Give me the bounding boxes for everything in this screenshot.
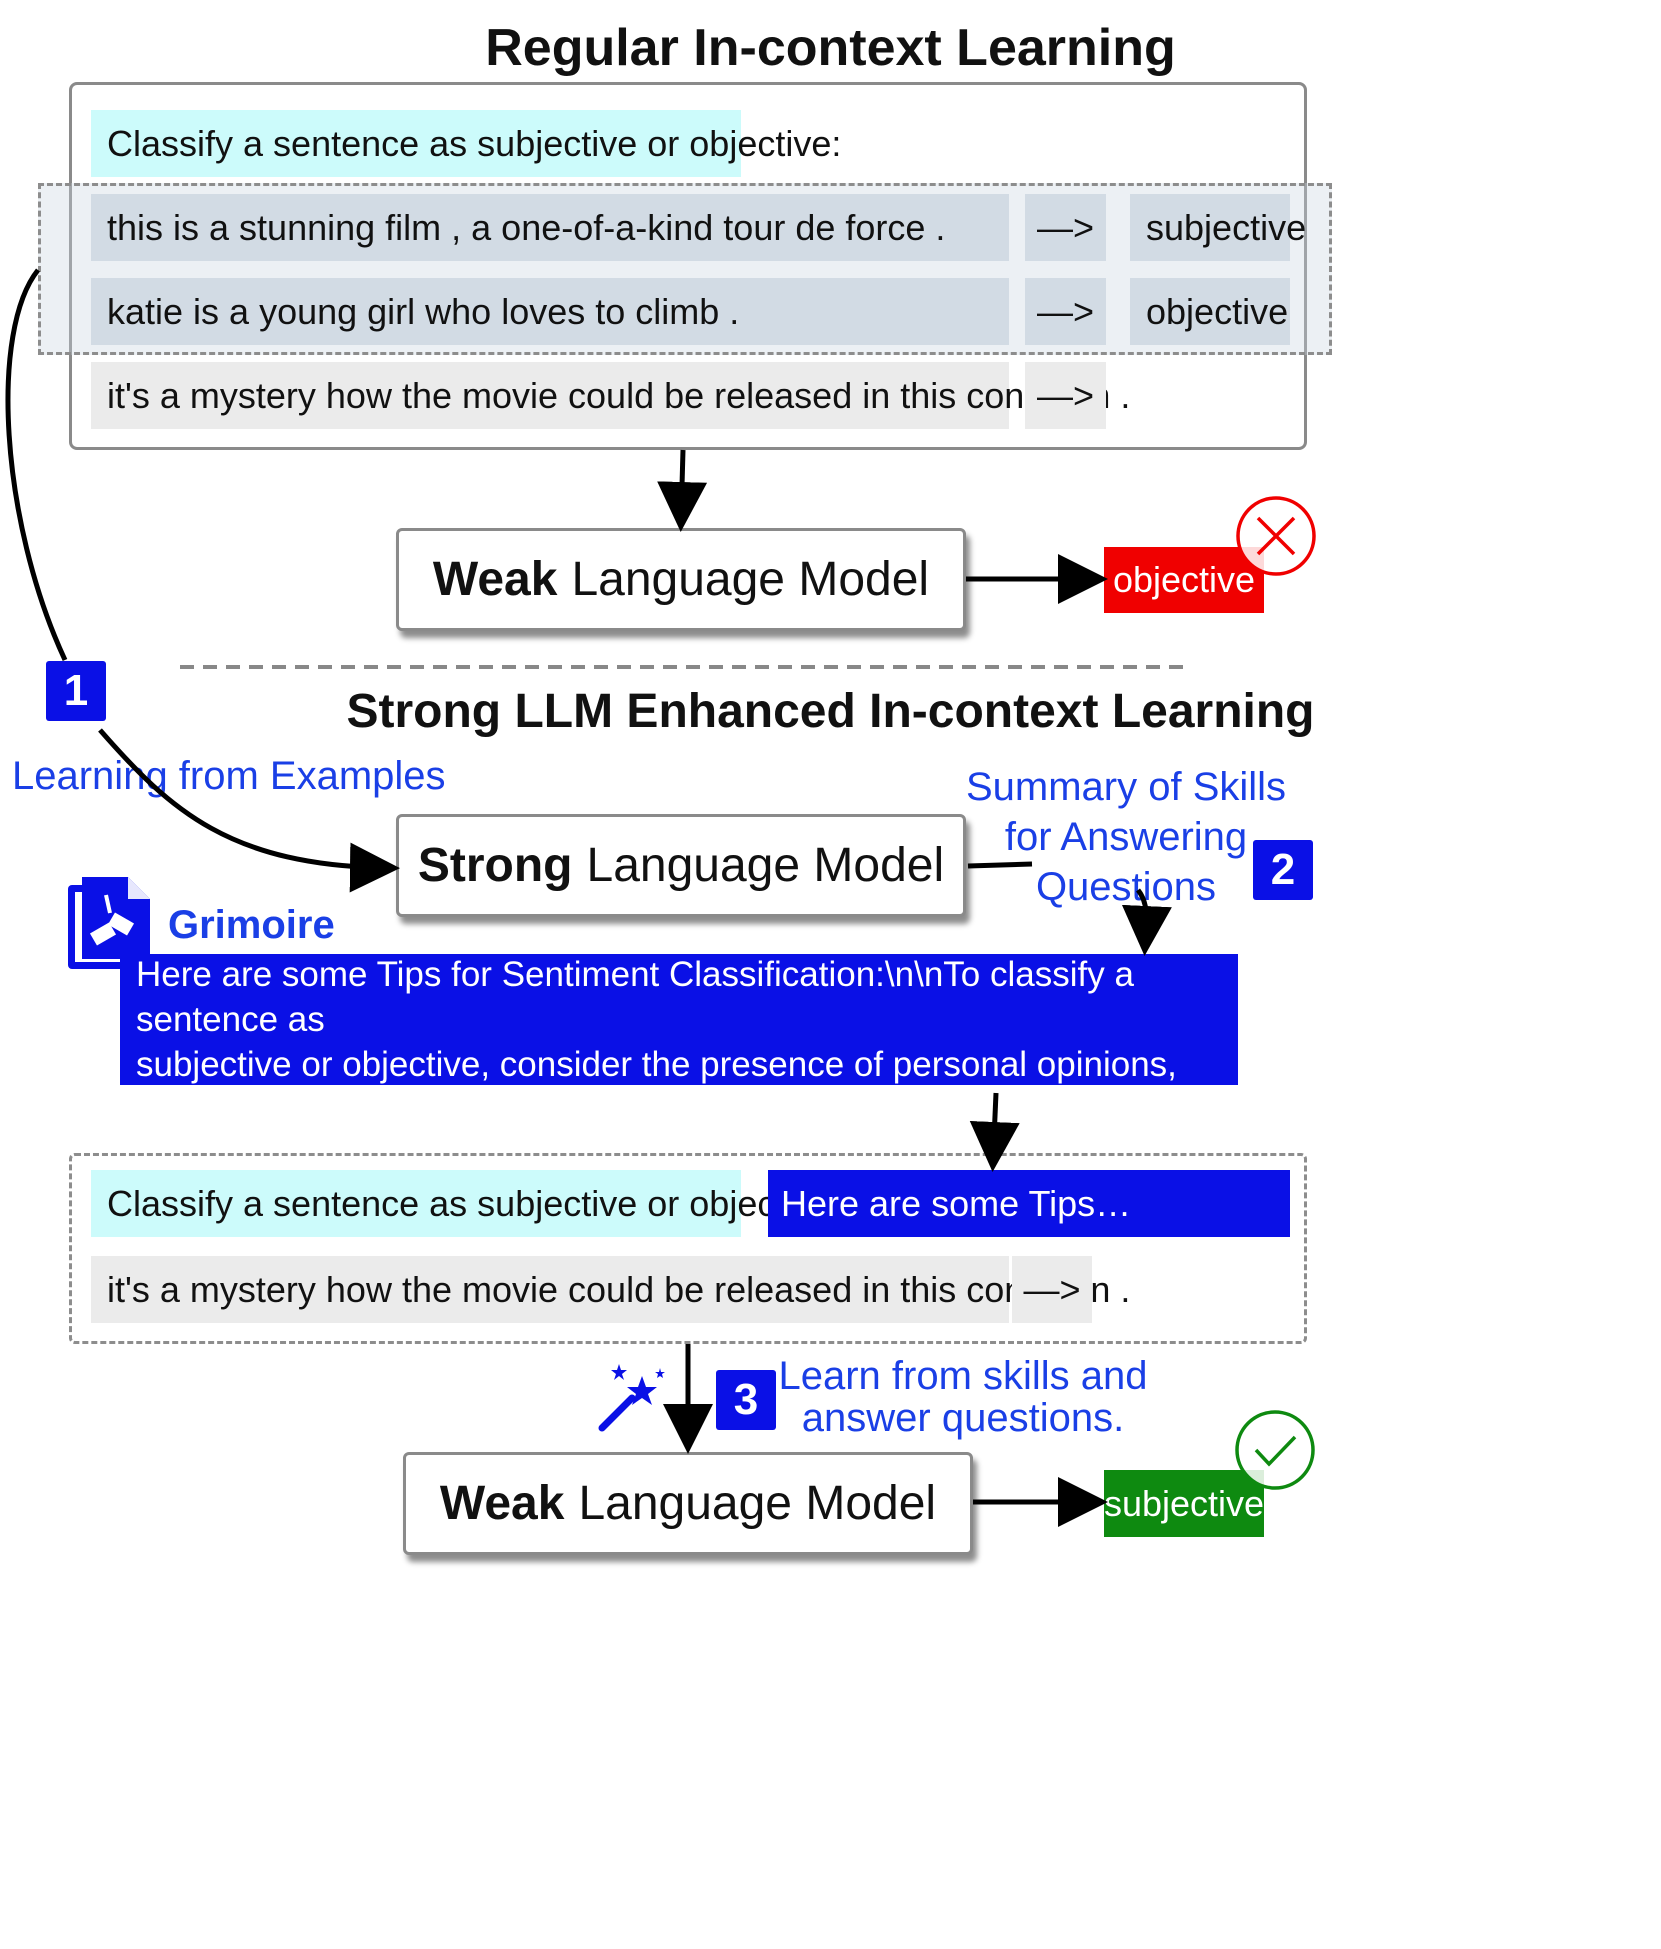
enhanced-instruction: Classify a sentence as subjective or obj…: [91, 1170, 841, 1237]
grimoire-label: Grimoire: [168, 903, 335, 947]
step-1-badge: 1: [46, 661, 106, 721]
example-arrow: —>: [1025, 278, 1106, 345]
line-strong-model-to-summary: [967, 861, 1033, 869]
step-3-badge: 3: [716, 1370, 776, 1430]
model-strength: Weak: [432, 553, 558, 606]
arrow-summary-to-tips: [1121, 888, 1172, 956]
weak-model-box-top: Weak Language Model: [396, 528, 966, 631]
step-2-label: Summary of Skills for Answering Question…: [966, 762, 1286, 912]
grimoire-book-icon: [68, 877, 150, 969]
arrow-examples-to-strong-model: [98, 728, 400, 893]
tips-line: subjective or objective, consider the pr…: [136, 1045, 1177, 1129]
model-strength: Weak: [439, 1477, 565, 1530]
model-name: Language Model: [571, 553, 930, 606]
model-name: Language Model: [586, 839, 945, 892]
wrong-output: objective: [1104, 547, 1264, 613]
query-sentence: it's a mystery how the movie could be re…: [91, 1256, 1130, 1323]
step-2-label-line: Questions: [1035, 865, 1217, 909]
enhanced-title: Strong LLM Enhanced In-context Learning: [346, 685, 1315, 738]
model-name: Language Model: [578, 1477, 937, 1530]
example-arrow: —>: [1025, 194, 1106, 261]
correct-output: subjective: [1104, 1470, 1264, 1537]
example-sentence: katie is a young girl who loves to climb…: [91, 278, 1009, 345]
model-strength: Strong: [417, 839, 573, 892]
example-label: subjective: [1130, 194, 1306, 261]
arrow-examples-curve-upper: [5, 268, 68, 662]
query-arrow: —>: [1012, 1256, 1092, 1323]
strong-model-box: Strong Language Model: [396, 814, 966, 917]
tips-short: Here are some Tips…: [768, 1170, 1290, 1237]
cross-mark-icon: [1236, 496, 1316, 576]
example-label: objective: [1130, 278, 1290, 345]
regular-instruction: Classify a sentence as subjective or obj…: [91, 110, 841, 177]
step-3-label-line: answer questions.: [801, 1396, 1125, 1440]
step-2-label-line: for Answering: [1004, 815, 1248, 859]
step-2-label-line: Summary of Skills: [965, 765, 1287, 809]
weak-model-box-bottom: Weak Language Model: [403, 1452, 973, 1555]
step-3-label: Learn from skills and answer questions.: [778, 1355, 1147, 1439]
step-1-label: Learning from Examples: [12, 754, 446, 798]
example-sentence: this is a stunning film , a one-of-a-kin…: [91, 194, 1009, 261]
regular-title: Regular In-context Learning: [485, 19, 1176, 77]
tips-line: Here are some Tips for Sentiment Classif…: [136, 955, 1134, 1039]
magic-wand-icon: [598, 1364, 665, 1432]
arrow-prompt-to-weak-model: [657, 449, 708, 532]
arrow-tips-to-prompt: [969, 1092, 1020, 1172]
step-3-label-line: Learn from skills and: [778, 1354, 1148, 1398]
check-mark-icon: [1235, 1410, 1315, 1490]
enhanced-prompt-box: [69, 1153, 1307, 1344]
query-sentence: it's a mystery how the movie could be re…: [91, 362, 1130, 429]
demonstration-band: [38, 183, 1332, 355]
step-2-badge: 2: [1253, 840, 1313, 900]
query-arrow: —>: [1025, 362, 1106, 429]
